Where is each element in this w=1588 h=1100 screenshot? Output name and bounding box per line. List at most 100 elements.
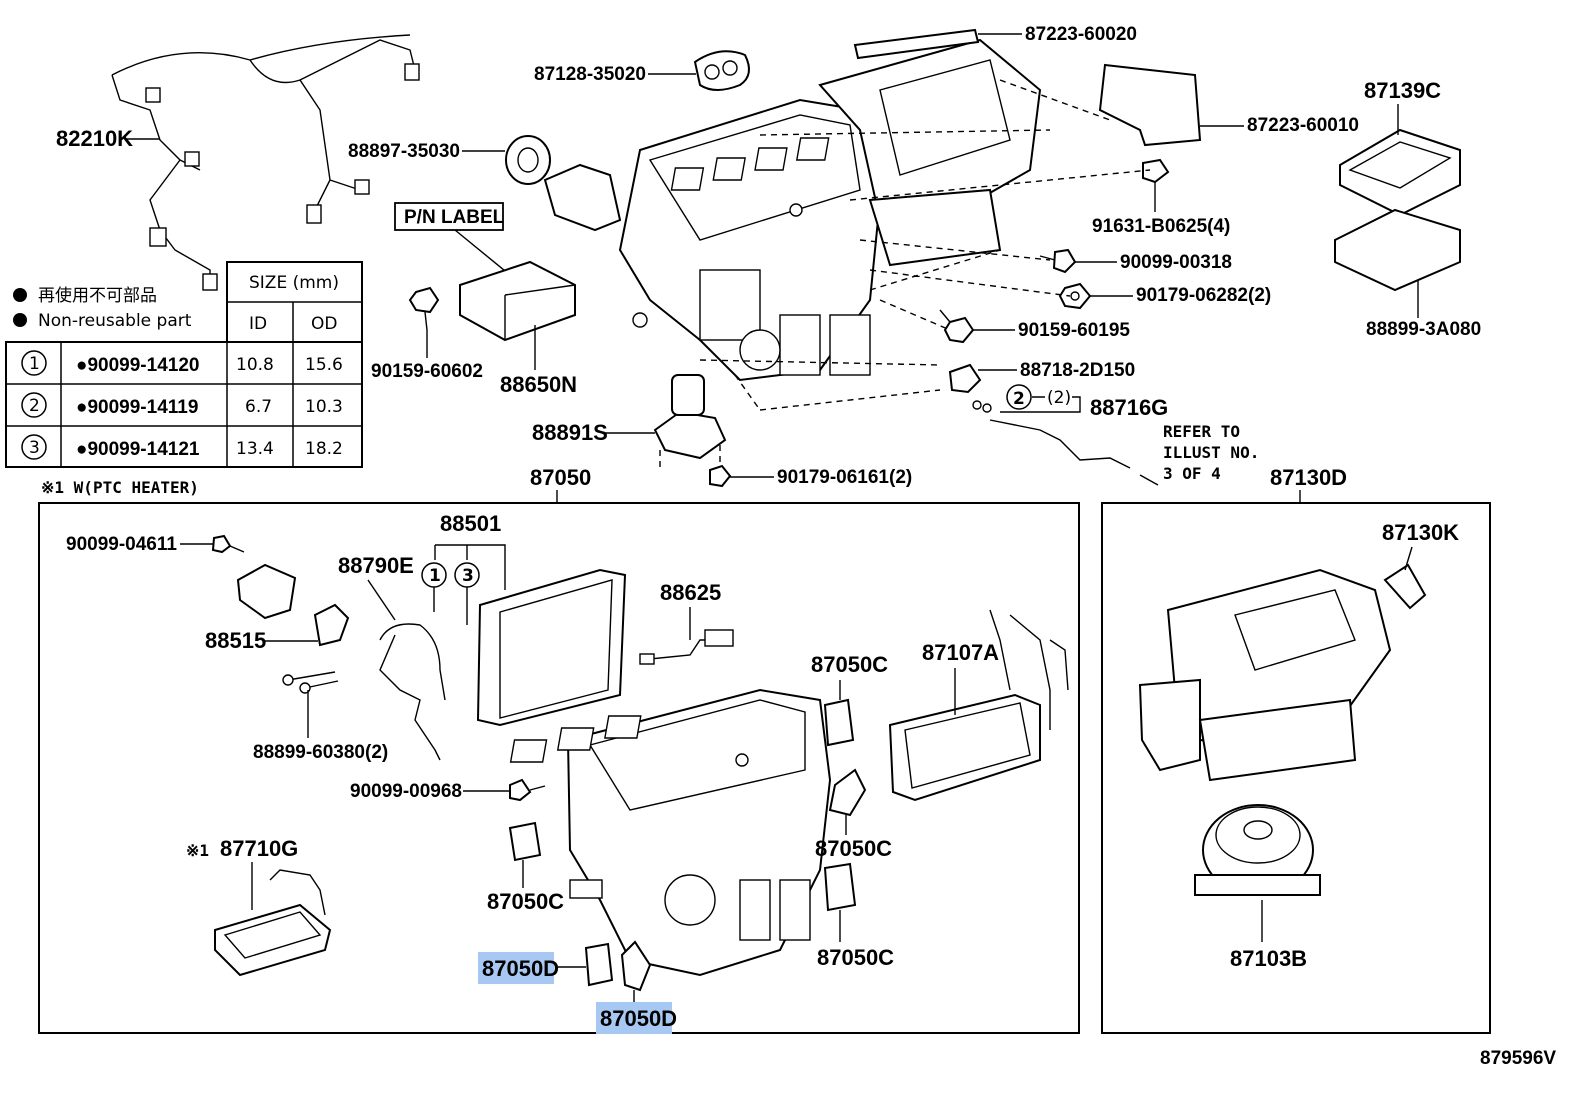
screw-91631-icon <box>1142 158 1170 184</box>
svg-text:10.3: 10.3 <box>305 397 343 417</box>
highlight-87050D-2 <box>596 1002 672 1034</box>
label-88891S: 88891S <box>532 420 608 445</box>
hvac-unit-illustration <box>543 38 1042 382</box>
label-91631-B0625: 91631-B0625(4) <box>1092 216 1230 237</box>
filter-87139C-icon <box>1334 128 1461 292</box>
diagram-id: 879596V <box>1480 1048 1556 1069</box>
label-90179-06282: 90179-06282(2) <box>1136 285 1271 306</box>
table-size-header: SIZE (mm) <box>249 273 339 293</box>
label-88716G: 88716G <box>1090 395 1168 420</box>
legend-jp: 再使用不可部品 <box>38 285 157 306</box>
svg-text:2: 2 <box>29 396 40 416</box>
grommet-87128-icon <box>693 50 750 91</box>
table-col-od: OD <box>311 314 337 334</box>
label-87050C-2: 87050C <box>815 836 892 861</box>
legend-en: Non-reusable part <box>38 311 192 331</box>
label-87050C-3: 87050C <box>487 889 564 914</box>
label-87139C: 87139C <box>1364 78 1441 103</box>
seal-87050D-icon <box>584 940 652 992</box>
nut-90179-06161-icon <box>709 464 732 488</box>
svg-text:15.6: 15.6 <box>305 355 343 375</box>
table-row: 2 ●90099-14119 6.7 10.3 <box>21 392 343 418</box>
bolt-90099-00318-icon <box>1039 248 1077 274</box>
motor-88891S-icon <box>653 374 727 460</box>
label-87050: 87050 <box>530 465 591 490</box>
label-87710G: 87710G <box>220 836 298 861</box>
label-82210K: 82210K <box>56 126 133 151</box>
actuator-88515-icon <box>236 563 350 647</box>
valve-88718-icon <box>948 363 982 394</box>
label-88897-35030: 88897-35030 <box>348 141 460 162</box>
label-88501: 88501 <box>440 511 501 536</box>
label-88899-3A080: 88899-3A080 <box>1366 319 1481 340</box>
svg-text:6.7: 6.7 <box>245 397 272 417</box>
bullet-icon <box>13 288 27 302</box>
label-87103B: 87103B <box>1230 946 1307 971</box>
label-90159-60602: 90159-60602 <box>371 361 483 382</box>
seal-87050C-icon <box>823 698 855 747</box>
seal-87050C-icon <box>823 862 857 912</box>
label-90099-00318: 90099-00318 <box>1120 252 1232 273</box>
bolt-90159-60195-icon <box>939 309 975 344</box>
seal-87050C-icon <box>828 768 867 817</box>
bolt-90159-60602-icon <box>408 286 440 331</box>
svg-text:1: 1 <box>29 354 40 374</box>
svg-text:2: 2 <box>1013 389 1025 409</box>
svg-text:●90099-14120: ●90099-14120 <box>76 355 199 376</box>
svg-text:P/N LABEL: P/N LABEL <box>404 207 505 228</box>
label-87050D-1[interactable]: 87050D <box>482 956 559 981</box>
bullet-icon <box>13 313 27 327</box>
blower-motor-87103B-icon <box>1194 804 1321 896</box>
callout-2 <box>1006 384 1032 410</box>
pipe-88716G-icon <box>972 400 1131 469</box>
grommet-88897-icon <box>505 135 551 185</box>
evaporator-88501-icon <box>476 568 627 727</box>
svg-text:●90099-14121: ●90099-14121 <box>76 439 200 460</box>
seal-87050C-icon <box>508 821 542 862</box>
bolts-88899-60380-icon <box>282 671 339 694</box>
svg-text:13.4: 13.4 <box>236 439 274 459</box>
blower-case-87130K-illustration <box>1138 563 1427 782</box>
qty-88716: (2) <box>1047 388 1071 408</box>
wire-harness-illustration <box>111 34 420 291</box>
ptc-heater-87710G-icon <box>214 869 332 977</box>
label-88718-2D150: 88718-2D150 <box>1020 360 1135 381</box>
hvac-case-87050-illustration <box>509 688 832 977</box>
screw-90099-04611-icon <box>211 534 245 554</box>
table-row: 3 ●90099-14121 13.4 18.2 <box>21 434 343 460</box>
screw-90099-00968-icon <box>509 778 546 802</box>
svg-text:3 OF 4: 3 OF 4 <box>1163 464 1221 483</box>
label-87050D-2[interactable]: 87050D <box>600 1006 677 1031</box>
svg-text:10.8: 10.8 <box>236 355 274 375</box>
svg-text:ILLUST NO.: ILLUST NO. <box>1163 443 1259 462</box>
svg-text:18.2: 18.2 <box>305 439 343 459</box>
assembly-87050-frame <box>38 502 1080 1034</box>
svg-text:3: 3 <box>462 566 474 586</box>
amplifier-88650N-icon <box>459 260 576 342</box>
label-90159-60195: 90159-60195 <box>1018 320 1130 341</box>
pn-label-box: P/N LABEL <box>394 202 505 231</box>
label-87107A: 87107A <box>922 640 999 665</box>
assembly-87130D-frame <box>1101 502 1491 1034</box>
label-88650N: 88650N <box>500 372 577 397</box>
label-90099-00968: 90099-00968 <box>350 781 462 802</box>
seal-87223-60020-icon <box>853 28 980 60</box>
heater-core-87107A-icon <box>888 609 1069 802</box>
label-87130K: 87130K <box>1382 520 1459 545</box>
label-ptc-heater-note: ※1 W(PTC HEATER) <box>41 478 199 497</box>
table-col-id: ID <box>249 314 267 334</box>
svg-text:●90099-14119: ●90099-14119 <box>76 397 198 418</box>
label-87710G-mark: ※1 <box>186 841 209 860</box>
label-90099-04611: 90099-04611 <box>66 534 177 555</box>
highlight-87050D-1 <box>478 952 554 984</box>
table-row: 1 ●90099-14120 10.8 15.6 <box>21 350 343 376</box>
cover-87223-60010-icon <box>1098 63 1202 147</box>
svg-text:1: 1 <box>429 566 441 586</box>
expansion-valve-88790E-icon <box>379 623 446 761</box>
label-87223-60020: 87223-60020 <box>1025 24 1137 45</box>
label-88625: 88625 <box>660 580 721 605</box>
label-87130D: 87130D <box>1270 465 1347 490</box>
label-87050C-4: 87050C <box>817 945 894 970</box>
label-87223-60010: 87223-60010 <box>1247 115 1359 136</box>
